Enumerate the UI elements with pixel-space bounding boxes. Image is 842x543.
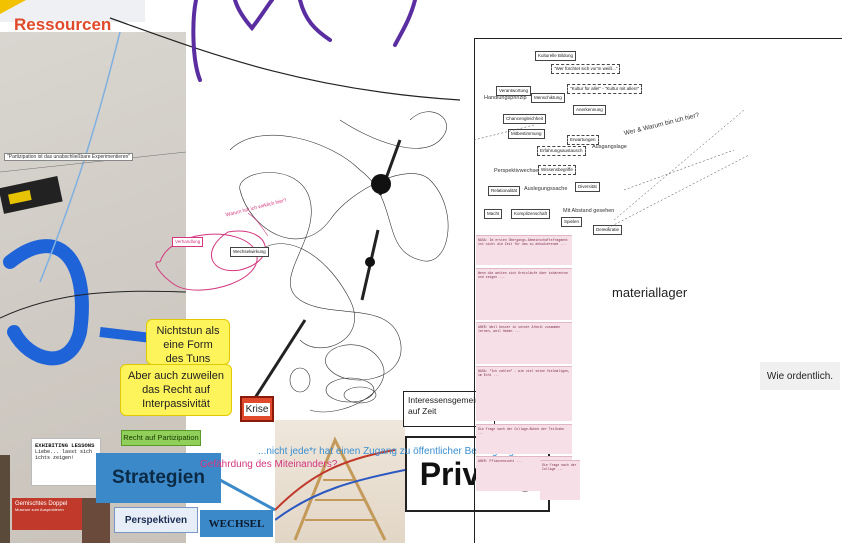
rope-photo [274, 420, 406, 543]
strategien-connector [219, 478, 276, 512]
zugang-text[interactable]: ...nicht jede*r hat einen Zugang zu öffe… [258, 446, 515, 457]
pink-note[interactable]: NASA: Im ersten Übergangs-Gemeinschaftsf… [476, 235, 572, 265]
pink-note[interactable]: Die Frage nach der Collage-Bühne der Tei… [476, 424, 572, 454]
sticky-interpassivitaet[interactable]: Aber auch zuweilen das Recht auf Interpa… [120, 364, 232, 416]
wechselwirkung-box[interactable]: Wechselwirkung [230, 247, 269, 257]
small-photo [82, 498, 110, 543]
mm-chancengleichheit[interactable]: Chancengleichheit [503, 114, 547, 124]
gefaehrdung-text[interactable]: Gefährdung des Miteinanders? [200, 459, 338, 470]
mm-demokratie[interactable]: Demokratie [593, 225, 623, 235]
krise-box[interactable]: Krise [240, 396, 274, 422]
mm-macht[interactable]: Macht [484, 209, 503, 219]
wechsel-box[interactable]: WECHSEL [200, 510, 273, 537]
mm-kulturelle-bildung[interactable]: Kulturelle Bildung [535, 51, 577, 61]
mm-mit-abstand[interactable]: Mit Abstand gesehen [563, 208, 615, 214]
mm-anerkennung[interactable]: Anerkennung [573, 105, 606, 115]
pink-note[interactable]: Die Frage nach der Collage ... [540, 460, 580, 500]
rope-drawing [274, 436, 406, 541]
mm-mitbestimmung[interactable]: Mitbestimmung [508, 129, 545, 139]
pink-note[interactable]: Wenn die weiten sich Kreisläufe über koh… [476, 268, 572, 320]
verhandlung-box[interactable]: Verhandlung [172, 237, 204, 247]
mm-auslegungssache[interactable]: Auslegungssache [524, 186, 568, 192]
materiallager-title[interactable]: materiallager [612, 285, 688, 300]
krise-label: Krise [243, 402, 271, 416]
mm-erfahrungsaustausch[interactable]: Erfahrungsaustausch [537, 146, 586, 156]
tape-photo-drawing [0, 31, 187, 366]
mm-erwartungen[interactable]: Erwartungen [567, 135, 599, 145]
mm-perspektivwechsel[interactable]: Perspektivwechsel [494, 168, 540, 174]
gemischtes-doppel-card[interactable]: Gemischtes Doppel Museum zum Ausprobiere… [12, 498, 82, 530]
exhibiting-heading: EXHIBITING LESSONS [35, 442, 95, 449]
mm-relationalitaet[interactable]: Relationalität [488, 186, 521, 196]
mm-handlungsprinzip[interactable]: Handlungsprinzip [484, 95, 527, 101]
sticky-nichtstun[interactable]: Nichtstun als eine Form des Tuns [146, 319, 230, 365]
recht-partizipation-label[interactable]: Recht auf Partizipation [121, 430, 201, 446]
exhibiting-lessons-card[interactable]: EXHIBITING LESSONS Liebe... lasst sich i… [31, 438, 101, 486]
perspektiven-box[interactable]: Perspektiven [114, 507, 198, 533]
gemischtes-title: Gemischtes Doppel [15, 501, 68, 507]
top-thumbnail [0, 0, 145, 22]
left-annotation[interactable]: "Partizipation ist das unabschließbare E… [4, 153, 134, 161]
exhibiting-body: Liebe... lasst sich ichts zeigen! [35, 449, 93, 461]
mm-wer-fuerchtet[interactable]: "Wer fürchtet sich vor'm weiß..." [551, 64, 621, 74]
left-edge-photo [0, 455, 10, 543]
frame-left-line [474, 38, 475, 543]
mm-verantwortung[interactable]: Verantwortung [496, 86, 532, 96]
ordentlich-note[interactable]: Wie ordentlich. [760, 362, 840, 390]
mm-diversitaet[interactable]: Diversität [575, 182, 600, 192]
frame-top-line [474, 38, 842, 39]
strategien-box[interactable]: Strategien [96, 453, 221, 503]
gemischtes-sub: Museum zum Ausprobieren [15, 507, 64, 512]
pink-note[interactable]: ANER: Weil besser in seiner Arbeit zusam… [476, 322, 572, 364]
mm-menschiktung[interactable]: Menschiktung [531, 93, 565, 103]
pink-note[interactable]: NASA: "Ich zahlen" - wie viel seine Viel… [476, 366, 572, 421]
board-title: Ressourcen [14, 15, 112, 34]
mm-wissensbegriffe[interactable]: Wissensbegriffe [538, 165, 576, 175]
mindmap-dashed-arrows [474, 109, 750, 231]
mm-kultur-fuer-alle[interactable]: "Kultur für alle!" - "Kultur mit allen!" [567, 84, 643, 94]
mm-spielen[interactable]: Spielen [561, 217, 583, 227]
mm-ausgangslage[interactable]: Ausgangslage [592, 144, 627, 150]
mm-komplizenschaft[interactable]: Komplizenschaft [511, 209, 551, 219]
